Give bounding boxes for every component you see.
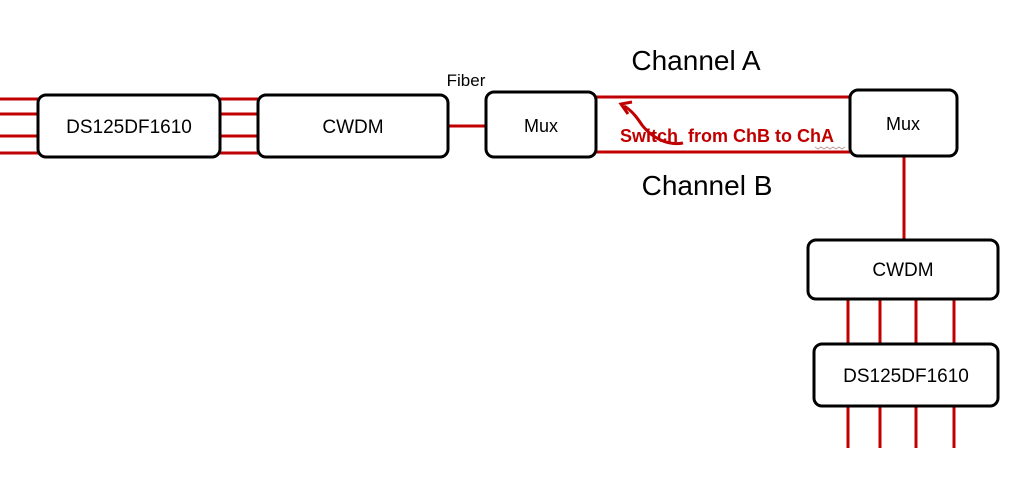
fiber-label: Fiber: [447, 71, 486, 90]
right-ds-label: DS125DF1610: [843, 366, 969, 387]
left-ds-label: DS125DF1610: [66, 117, 192, 138]
left-input-lines: [0, 97, 38, 155]
right-output-lines: [846, 406, 956, 448]
left-cwdm-label: CWDM: [322, 117, 383, 138]
right-mux-box: [848, 88, 959, 158]
left-mux-box: [484, 90, 598, 159]
left-mux-label: Mux: [524, 116, 558, 136]
right-cwdm-box: [806, 238, 1000, 301]
spellcheck-squiggle: [814, 146, 846, 150]
channel-b-label: Channel B: [642, 170, 773, 201]
channel-a-label: Channel A: [631, 45, 761, 76]
switch-arrow-icon: [618, 100, 684, 146]
right-mux-label: Mux: [886, 114, 920, 134]
left-ds-box: [36, 93, 222, 159]
switch-note-label: Switch from ChB to ChA: [620, 126, 834, 146]
ds-to-cwdm-lines: [220, 97, 258, 155]
left-cwdm-box: [256, 93, 450, 159]
right-cwdm-label: CWDM: [872, 260, 933, 281]
right-ds-box: [812, 342, 1000, 408]
cwdm-to-ds-lines: [846, 299, 956, 344]
